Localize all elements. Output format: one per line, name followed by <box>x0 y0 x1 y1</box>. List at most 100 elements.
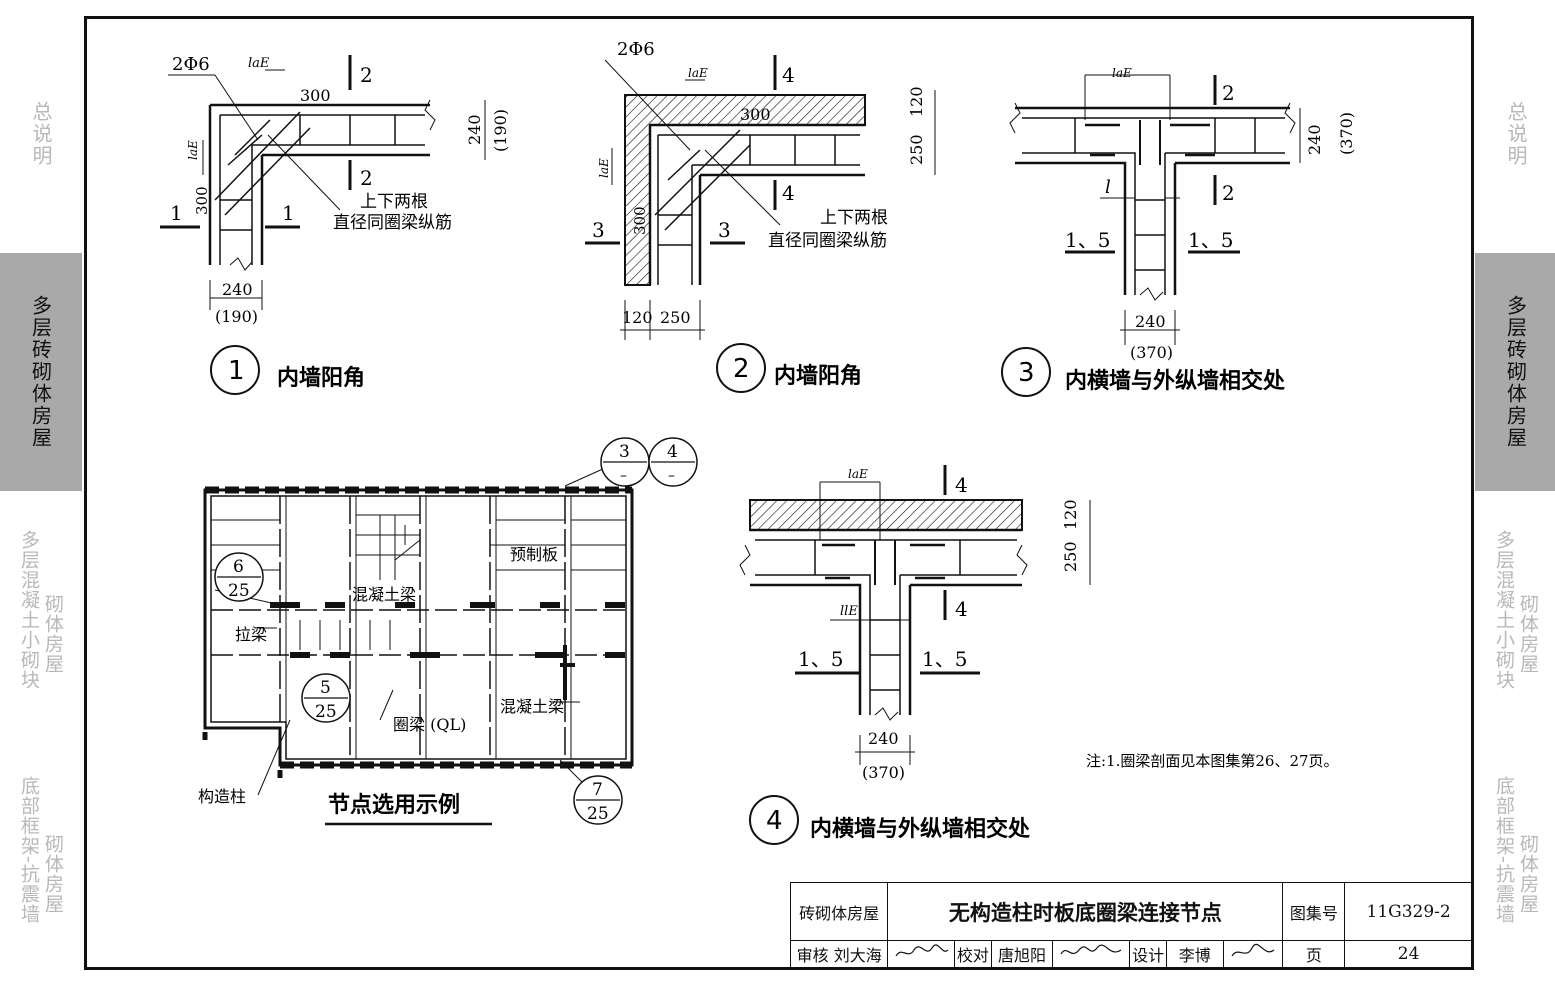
detail-1-anchor-side: laE <box>186 140 200 160</box>
detail-2-dim-250-v: 250 <box>907 134 926 165</box>
reviewer: 刘大海 <box>833 946 882 965</box>
review-label: 审核 <box>796 946 829 965</box>
detail-2-number: 2 <box>733 354 750 384</box>
detail-3-number: 3 <box>1018 358 1035 388</box>
detail-3-number-circle <box>1001 347 1051 397</box>
detail-1-dim-width-alt: (190) <box>215 307 258 326</box>
side-tab-label: 砌体房屋 <box>42 834 64 914</box>
title-block: 砖砌体房屋 无构造柱时板底圈梁连接节点 图集号 11G329-2 审核 刘大海 … <box>789 882 1473 968</box>
detail-2-section-3-right: 3 <box>718 218 731 242</box>
ref-top: 5 <box>320 678 331 698</box>
detail-2-title: 内墙阳角 <box>774 363 862 389</box>
detail-1-rebar: 2Φ6 <box>172 54 210 75</box>
plan-label-precast: 预制板 <box>510 545 558 564</box>
detail-2-note-line2: 直径同圈梁纵筋 <box>768 231 887 251</box>
detail-1-number-circle <box>210 345 260 395</box>
detail-1-drawing <box>160 55 486 310</box>
side-tab-label: 砌体房屋 <box>1517 594 1539 674</box>
ref-bottom: – <box>620 468 627 484</box>
title-block-category: 砖砌体房屋 <box>789 882 889 941</box>
detail-4-section-4-top: 4 <box>955 473 968 497</box>
plan-ref-5-25[interactable]: 5 25 <box>301 673 351 723</box>
side-tab-bottom-frame[interactable]: 底部框架-抗震墙砌体房屋 <box>0 732 82 968</box>
side-tab-label: 砌体房屋 <box>42 594 64 674</box>
detail-2-dim-120: 120 <box>622 308 653 327</box>
side-tab-label: 底部框架-抗震墙 <box>1493 776 1515 924</box>
drawing-frame <box>84 16 1474 970</box>
ref-bottom: 25 <box>228 581 250 601</box>
detail-3-drawing <box>1009 74 1301 345</box>
detail-1-note-line2: 直径同圈梁纵筋 <box>333 213 452 233</box>
checker: 唐旭阳 <box>990 940 1054 968</box>
detail-2-note-line1: 上下两根 <box>820 208 888 228</box>
detail-3-dim-width: 240 <box>1135 312 1166 331</box>
detail-3-dim-thick: 240 <box>1305 124 1324 155</box>
ref-top: 7 <box>592 780 603 800</box>
detail-4-dim-120: 120 <box>1061 499 1080 530</box>
plan-ref-3[interactable]: 3 – <box>600 437 650 487</box>
side-tab-multistory-brick[interactable]: 多层砖砌体房屋 <box>0 253 82 491</box>
ref-top: 6 <box>233 557 244 577</box>
detail-2-dim-300-top: 300 <box>740 105 771 124</box>
title-block-atlas-label: 图集号 <box>1282 882 1346 941</box>
detail-4-lap: llE <box>840 604 858 619</box>
reviewer-signature <box>887 940 956 968</box>
side-tab-general[interactable]: 总说明 <box>0 18 82 250</box>
plan-label-ring-beam: 圈梁 (QL) <box>393 715 466 734</box>
detail-4-dim-width-alt: (370) <box>862 763 905 782</box>
ref-bottom: – <box>668 468 675 484</box>
design-label: 设计 <box>1129 940 1167 968</box>
detail-4-title: 内横墙与外纵墙相交处 <box>810 816 1030 842</box>
detail-2-drawing <box>585 55 936 340</box>
detail-4-dim-width: 240 <box>868 729 899 748</box>
ref-top: 4 <box>667 442 678 462</box>
side-tab-label: 总说明 <box>29 101 53 167</box>
side-tab-bottom-frame[interactable]: 底部框架-抗震墙砌体房屋 <box>1475 732 1555 968</box>
plan-title: 节点选用示例 <box>328 792 460 818</box>
detail-4-drawing <box>739 465 1091 765</box>
detail-1-dim-thick-alt: (190) <box>491 109 510 152</box>
title-block-title: 无构造柱时板底圈梁连接节点 <box>887 882 1284 941</box>
ref-bottom: 25 <box>587 804 609 824</box>
side-tab-label: 多层混凝土小砌块 <box>1493 530 1515 690</box>
side-tab-label: 砌体房屋 <box>1517 834 1539 914</box>
side-tab-label: 底部框架-抗震墙 <box>18 776 40 924</box>
detail-1-section-1-left: 1 <box>170 201 183 225</box>
detail-3-section-15-left: 1、5 <box>1065 228 1110 252</box>
drawing-note: 注:1.圈梁剖面见本图集第26、27页。 <box>1086 752 1339 770</box>
side-tab-label: 总说明 <box>1504 101 1528 167</box>
side-tab-multistory-block[interactable]: 多层混凝土小砌块砌体房屋 <box>0 494 82 726</box>
detail-1-section-1-right: 1 <box>282 201 295 225</box>
detail-2-section-4-top: 4 <box>782 63 795 87</box>
title-block-atlas-no: 11G329-2 <box>1344 882 1473 941</box>
detail-1-dim-width: 240 <box>222 280 253 299</box>
detail-4-dim-250: 250 <box>1061 541 1080 572</box>
detail-2-section-3-left: 3 <box>592 218 605 242</box>
checker-signature <box>1052 940 1131 968</box>
side-tab-label: 多层砖砌体房屋 <box>28 295 53 449</box>
side-tab-multistory-brick[interactable]: 多层砖砌体房屋 <box>1475 253 1555 491</box>
plan-ref-4[interactable]: 4 – <box>648 437 698 487</box>
page-no: 24 <box>1344 940 1473 968</box>
detail-4-section-15-right: 1、5 <box>922 647 967 671</box>
detail-3-section-2-top: 2 <box>1222 81 1235 105</box>
plan-ref-6-25[interactable]: 6 25 <box>214 552 264 602</box>
detail-1-dim-300-top: 300 <box>300 86 331 105</box>
side-tab-multistory-block[interactable]: 多层混凝土小砌块砌体房屋 <box>1475 494 1555 726</box>
detail-2-rebar: 2Φ6 <box>617 39 655 60</box>
detail-2-anchor: laE <box>688 66 708 80</box>
detail-4-section-15-left: 1、5 <box>798 647 843 671</box>
designer-signature <box>1222 940 1284 968</box>
plan-label-concrete-beam-top: 混凝土梁 <box>352 585 416 604</box>
detail-1-section-2-bottom: 2 <box>360 166 373 190</box>
floor-plan-drawing <box>202 467 634 796</box>
detail-3-dim-thick-alt: (370) <box>1337 112 1356 155</box>
detail-4-anchor: laE <box>848 467 868 481</box>
detail-1-number: 1 <box>228 356 245 386</box>
side-tab-general[interactable]: 总说明 <box>1475 18 1555 250</box>
detail-3-section-2-bottom: 2 <box>1222 181 1235 205</box>
plan-ref-7-25[interactable]: 7 25 <box>573 775 623 825</box>
detail-2-dim-120-v: 120 <box>907 86 926 117</box>
detail-2-section-4-bottom: 4 <box>782 181 795 205</box>
